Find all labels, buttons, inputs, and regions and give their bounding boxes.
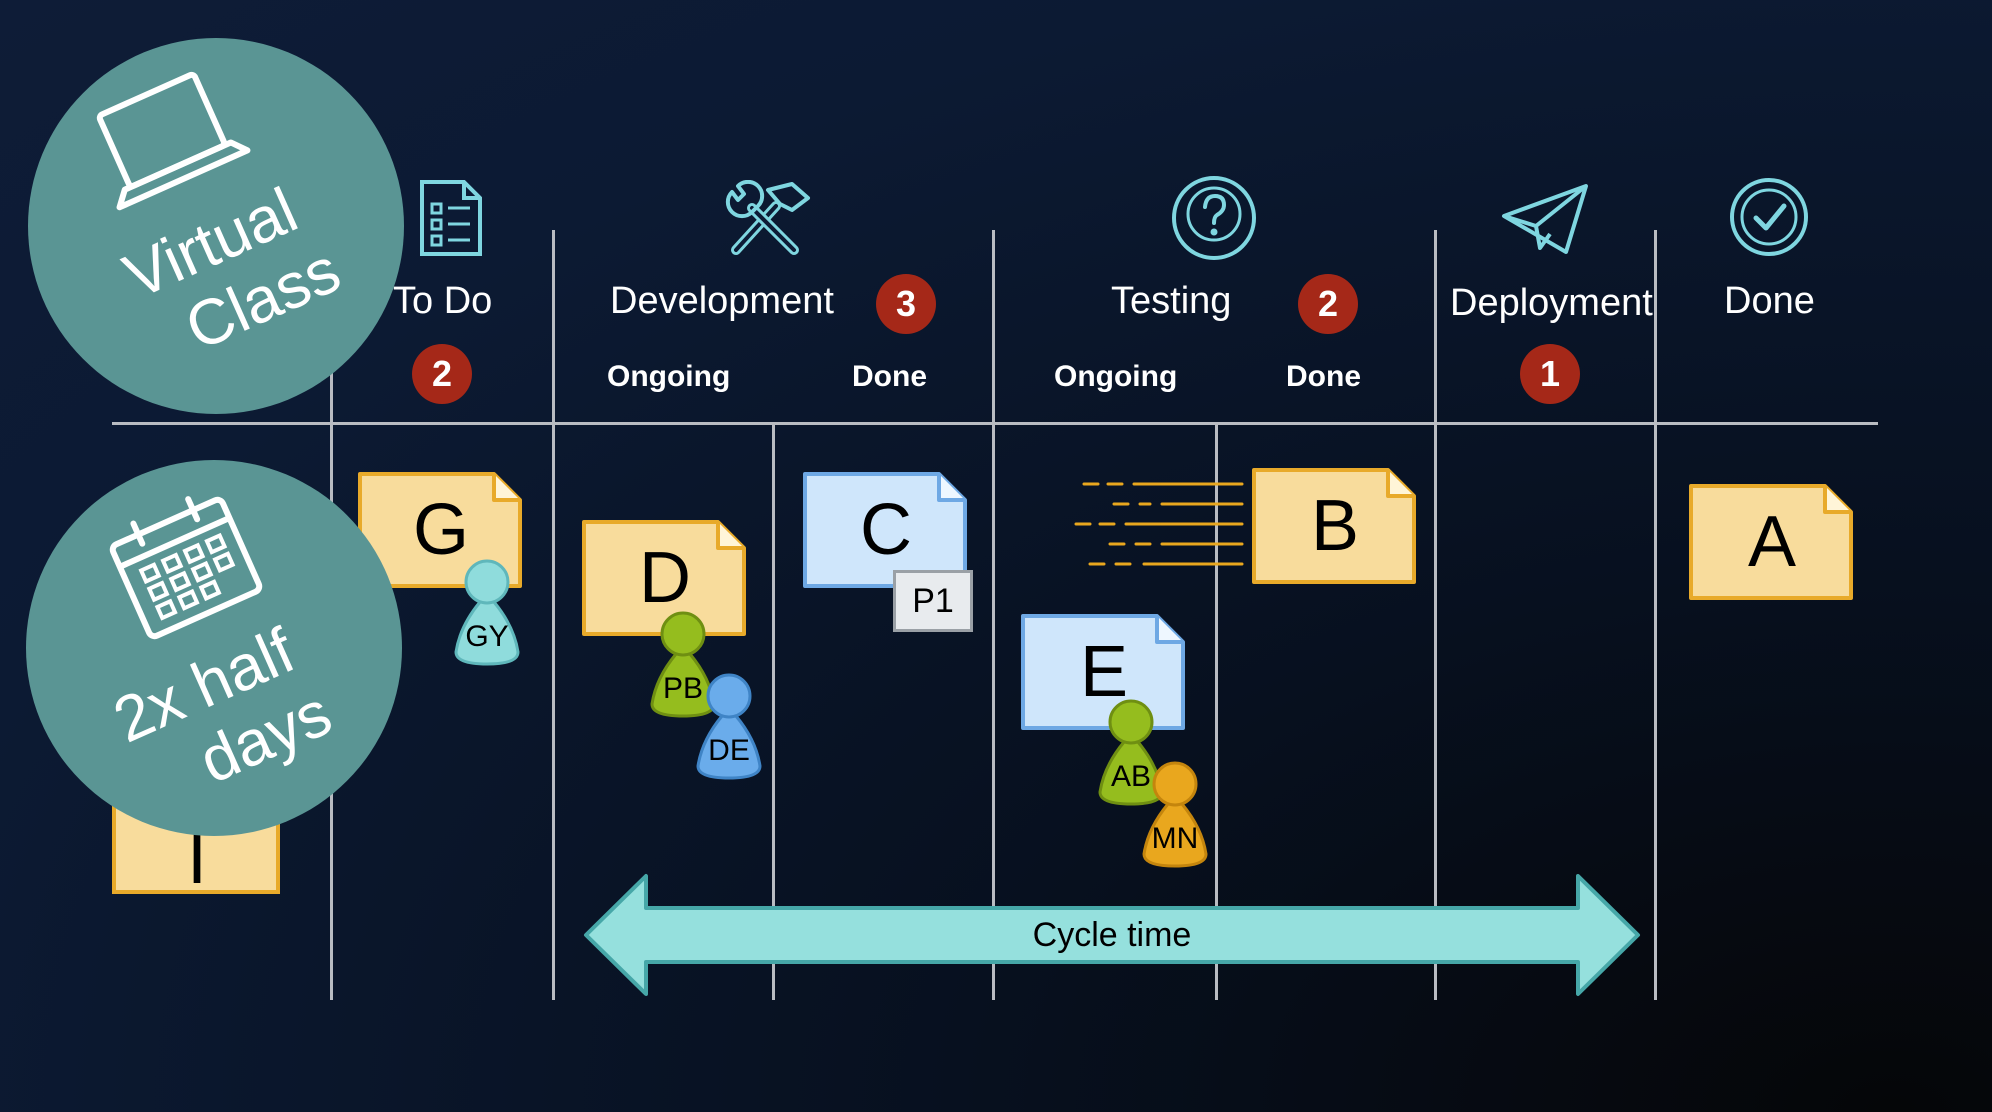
- paper-plane-icon: [1502, 184, 1588, 254]
- column-divider: [1654, 230, 1657, 1000]
- speed-lines: [1074, 482, 1244, 566]
- column-title-done: Done: [1724, 280, 1815, 322]
- subcolumn-divider: [1215, 422, 1218, 1000]
- wip-limit-deployment: 1: [1520, 344, 1580, 404]
- work-item-card[interactable]: C: [803, 472, 969, 588]
- work-item-card[interactable]: B: [1252, 468, 1418, 584]
- person-initials: PB: [662, 672, 704, 705]
- person-initials: MN: [1151, 822, 1199, 855]
- checkmark-icon: [1730, 178, 1808, 256]
- question-icon: [1172, 176, 1256, 260]
- person-initials: AB: [1110, 760, 1152, 793]
- card-label: B: [1310, 486, 1360, 566]
- priority-tag: P1: [893, 570, 973, 632]
- column-title-development: Development: [610, 280, 834, 322]
- card-label: D: [639, 538, 691, 618]
- person-pawn[interactable]: PB: [648, 610, 718, 720]
- card-label: I: [186, 819, 207, 899]
- card-label: G: [412, 490, 469, 570]
- person-initials: GY: [465, 620, 509, 653]
- calendar-icon: [109, 496, 263, 640]
- column-divider: [1434, 230, 1437, 1000]
- column-title-deployment: Deployment: [1450, 282, 1653, 324]
- person-pawn[interactable]: DE: [694, 672, 764, 782]
- work-item-card[interactable]: D: [582, 520, 748, 636]
- subcolumn-testing-done: Done: [1286, 360, 1361, 393]
- subcolumn-divider: [772, 422, 775, 1000]
- subcolumn-development-ongoing: Ongoing: [607, 360, 731, 393]
- subcolumn-testing-ongoing: Ongoing: [1054, 360, 1178, 393]
- duration-badge: 2x half days: [26, 460, 402, 836]
- column-title-todo: To Do: [393, 280, 493, 322]
- person-pawn[interactable]: GY: [452, 558, 522, 668]
- person-pawn[interactable]: MN: [1140, 760, 1210, 870]
- person-pawn[interactable]: AB: [1096, 698, 1166, 808]
- work-item-card[interactable]: E: [1021, 614, 1187, 730]
- tools-icon: [725, 180, 810, 255]
- wip-limit-testing: 2: [1298, 274, 1358, 334]
- card-label: C: [860, 490, 912, 570]
- person-initials: DE: [708, 734, 750, 767]
- column-divider: [552, 230, 555, 1000]
- cycle-time-arrow: [584, 874, 1640, 996]
- wip-limit-development: 3: [876, 274, 936, 334]
- checklist-icon: [420, 180, 482, 256]
- cycle-time-label: Cycle time: [1032, 916, 1192, 954]
- subcolumn-development-done: Done: [852, 360, 927, 393]
- card-label: E: [1079, 632, 1129, 712]
- column-divider: [992, 230, 995, 1000]
- laptop-icon: [96, 71, 251, 211]
- column-title-testing: Testing: [1111, 280, 1232, 322]
- board-header-divider: [112, 422, 1878, 425]
- virtual-class-badge: Virtual Class: [28, 38, 404, 414]
- work-item-card[interactable]: A: [1689, 484, 1855, 600]
- wip-limit-todo: 2: [412, 344, 472, 404]
- card-label: A: [1747, 502, 1797, 582]
- work-item-card[interactable]: G: [358, 472, 524, 588]
